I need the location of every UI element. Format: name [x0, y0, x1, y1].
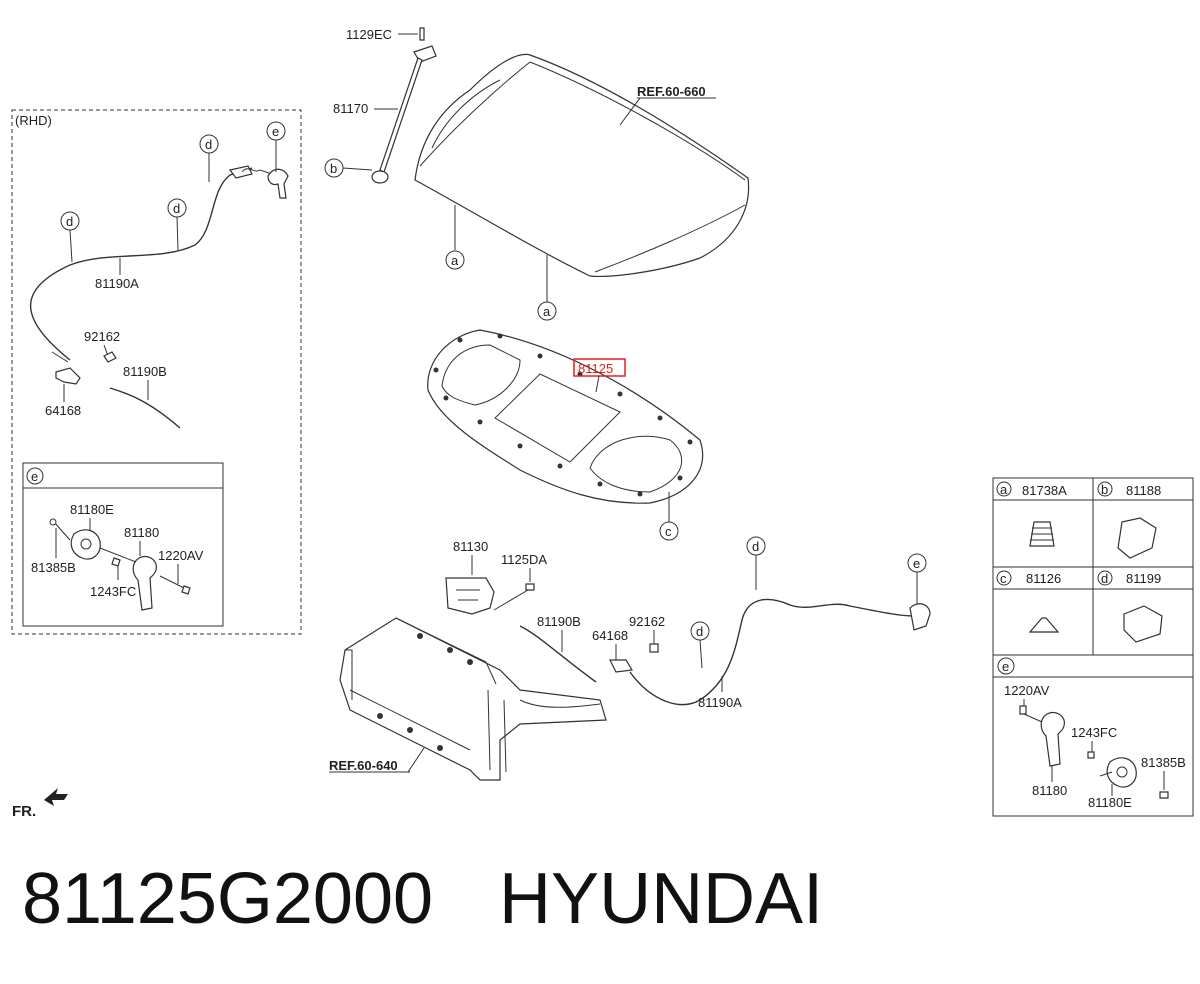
label-81190B: 81190B: [123, 364, 167, 379]
label-81125: 81125: [578, 361, 613, 376]
legend-b-part: 81188: [1126, 483, 1161, 498]
callout-c-letter: c: [665, 524, 672, 539]
release-handle-lhd: [909, 603, 931, 631]
callout-e-letter: e: [31, 469, 38, 484]
part-number: 81125G2000: [22, 859, 434, 939]
label-1125DA: 1125DA: [501, 552, 547, 567]
legend-label-1243FC: 1243FC: [1071, 725, 1117, 740]
legend-label-81180E: 81180E: [1088, 795, 1132, 810]
callout-e: [266, 121, 286, 141]
hood-insulator: 81125 c: [427, 329, 704, 541]
highlight-box: [573, 358, 626, 377]
label-81190A: 81190A: [698, 695, 742, 710]
callout-d-letter: d: [66, 214, 73, 229]
label-81190A: 81190A: [95, 276, 139, 291]
label-81170: 81170: [333, 101, 368, 116]
callout-d-letter: d: [752, 539, 759, 554]
hood-panel: REF.60-660 a a: [414, 53, 750, 321]
callout-d-letter: d: [173, 201, 180, 216]
callout-d: [60, 211, 80, 231]
stopper: [1117, 517, 1157, 559]
latch-carrier-group: 81130 1125DA REF.60-640 81190B 92162 641…: [329, 536, 931, 781]
callout-e-letter: e: [272, 124, 279, 139]
brand-name: HYUNDAI: [499, 859, 824, 939]
callout-d: [199, 134, 219, 154]
label-81180E: 81180E: [70, 502, 114, 517]
release-handle: [1040, 711, 1065, 767]
hood-stay-rod: [379, 57, 423, 173]
ref-hood-label: REF.60-660: [637, 84, 706, 99]
hood-stay-group: 1129EC 81170 b: [324, 27, 437, 184]
rhd-label: (RHD): [15, 113, 52, 128]
hood-latch: [445, 577, 495, 615]
front-indicator: FR.: [12, 788, 68, 820]
front-arrow-icon: [44, 788, 68, 806]
callout-e-letter: e: [913, 556, 920, 571]
legend-a-part: 81738A: [1022, 483, 1067, 498]
label-64168: 64168: [592, 628, 628, 643]
label-1243FC: 1243FC: [90, 584, 136, 599]
legend-label-81385B: 81385B: [1141, 755, 1186, 770]
label-81180: 81180: [124, 525, 159, 540]
legend-a-letter: a: [1000, 482, 1008, 497]
callout-d-letter: d: [696, 624, 703, 639]
legend-d-letter: d: [1101, 571, 1108, 586]
cable-clip: [1123, 605, 1163, 643]
bracket-rhd: [55, 367, 81, 385]
label-92162: 92162: [84, 329, 120, 344]
rhd-panel: (RHD) d d d e 81190A 92162 64168 81: [11, 109, 302, 635]
callout-a-letter: a: [451, 253, 459, 268]
footer-caption: 81125G2000 HYUNDAI: [22, 858, 823, 940]
callout-b-letter: b: [330, 161, 337, 176]
ref-carrier-label: REF.60-640: [329, 758, 398, 773]
diagram-canvas: (RHD) d d d e 81190A 92162 64168 81: [11, 27, 1194, 820]
legend-label-81180: 81180: [1032, 783, 1067, 798]
legend-c-letter: c: [1000, 571, 1007, 586]
legend-b-letter: b: [1101, 482, 1108, 497]
legend-c-part: 81126: [1026, 571, 1061, 586]
legend-table: a 81738A b 81188 c 81126 d 81199 e 1220A…: [992, 477, 1194, 817]
label-64168: 64168: [45, 403, 81, 418]
label-1220AV: 1220AV: [158, 548, 204, 563]
legend-e-letter: e: [1002, 659, 1009, 674]
release-handle: [132, 555, 157, 611]
label-92162: 92162: [629, 614, 665, 629]
legend-label-1220AV: 1220AV: [1004, 683, 1050, 698]
callout-a-letter: a: [543, 304, 551, 319]
callout-d: [167, 198, 187, 218]
legend-d-part: 81199: [1126, 571, 1161, 586]
label-81190B: 81190B: [537, 614, 581, 629]
detail-e-rhd: e 81180E 81385B 81180 1220AV 1243FC: [22, 462, 224, 627]
label-1129EC: 1129EC: [346, 27, 392, 42]
label-81385B: 81385B: [31, 560, 76, 575]
callout-d-letter: d: [205, 137, 212, 152]
fr-label: FR.: [12, 803, 36, 820]
clip: [1028, 617, 1060, 633]
release-handle-rhd: [267, 168, 289, 199]
label-81130: 81130: [453, 539, 488, 554]
